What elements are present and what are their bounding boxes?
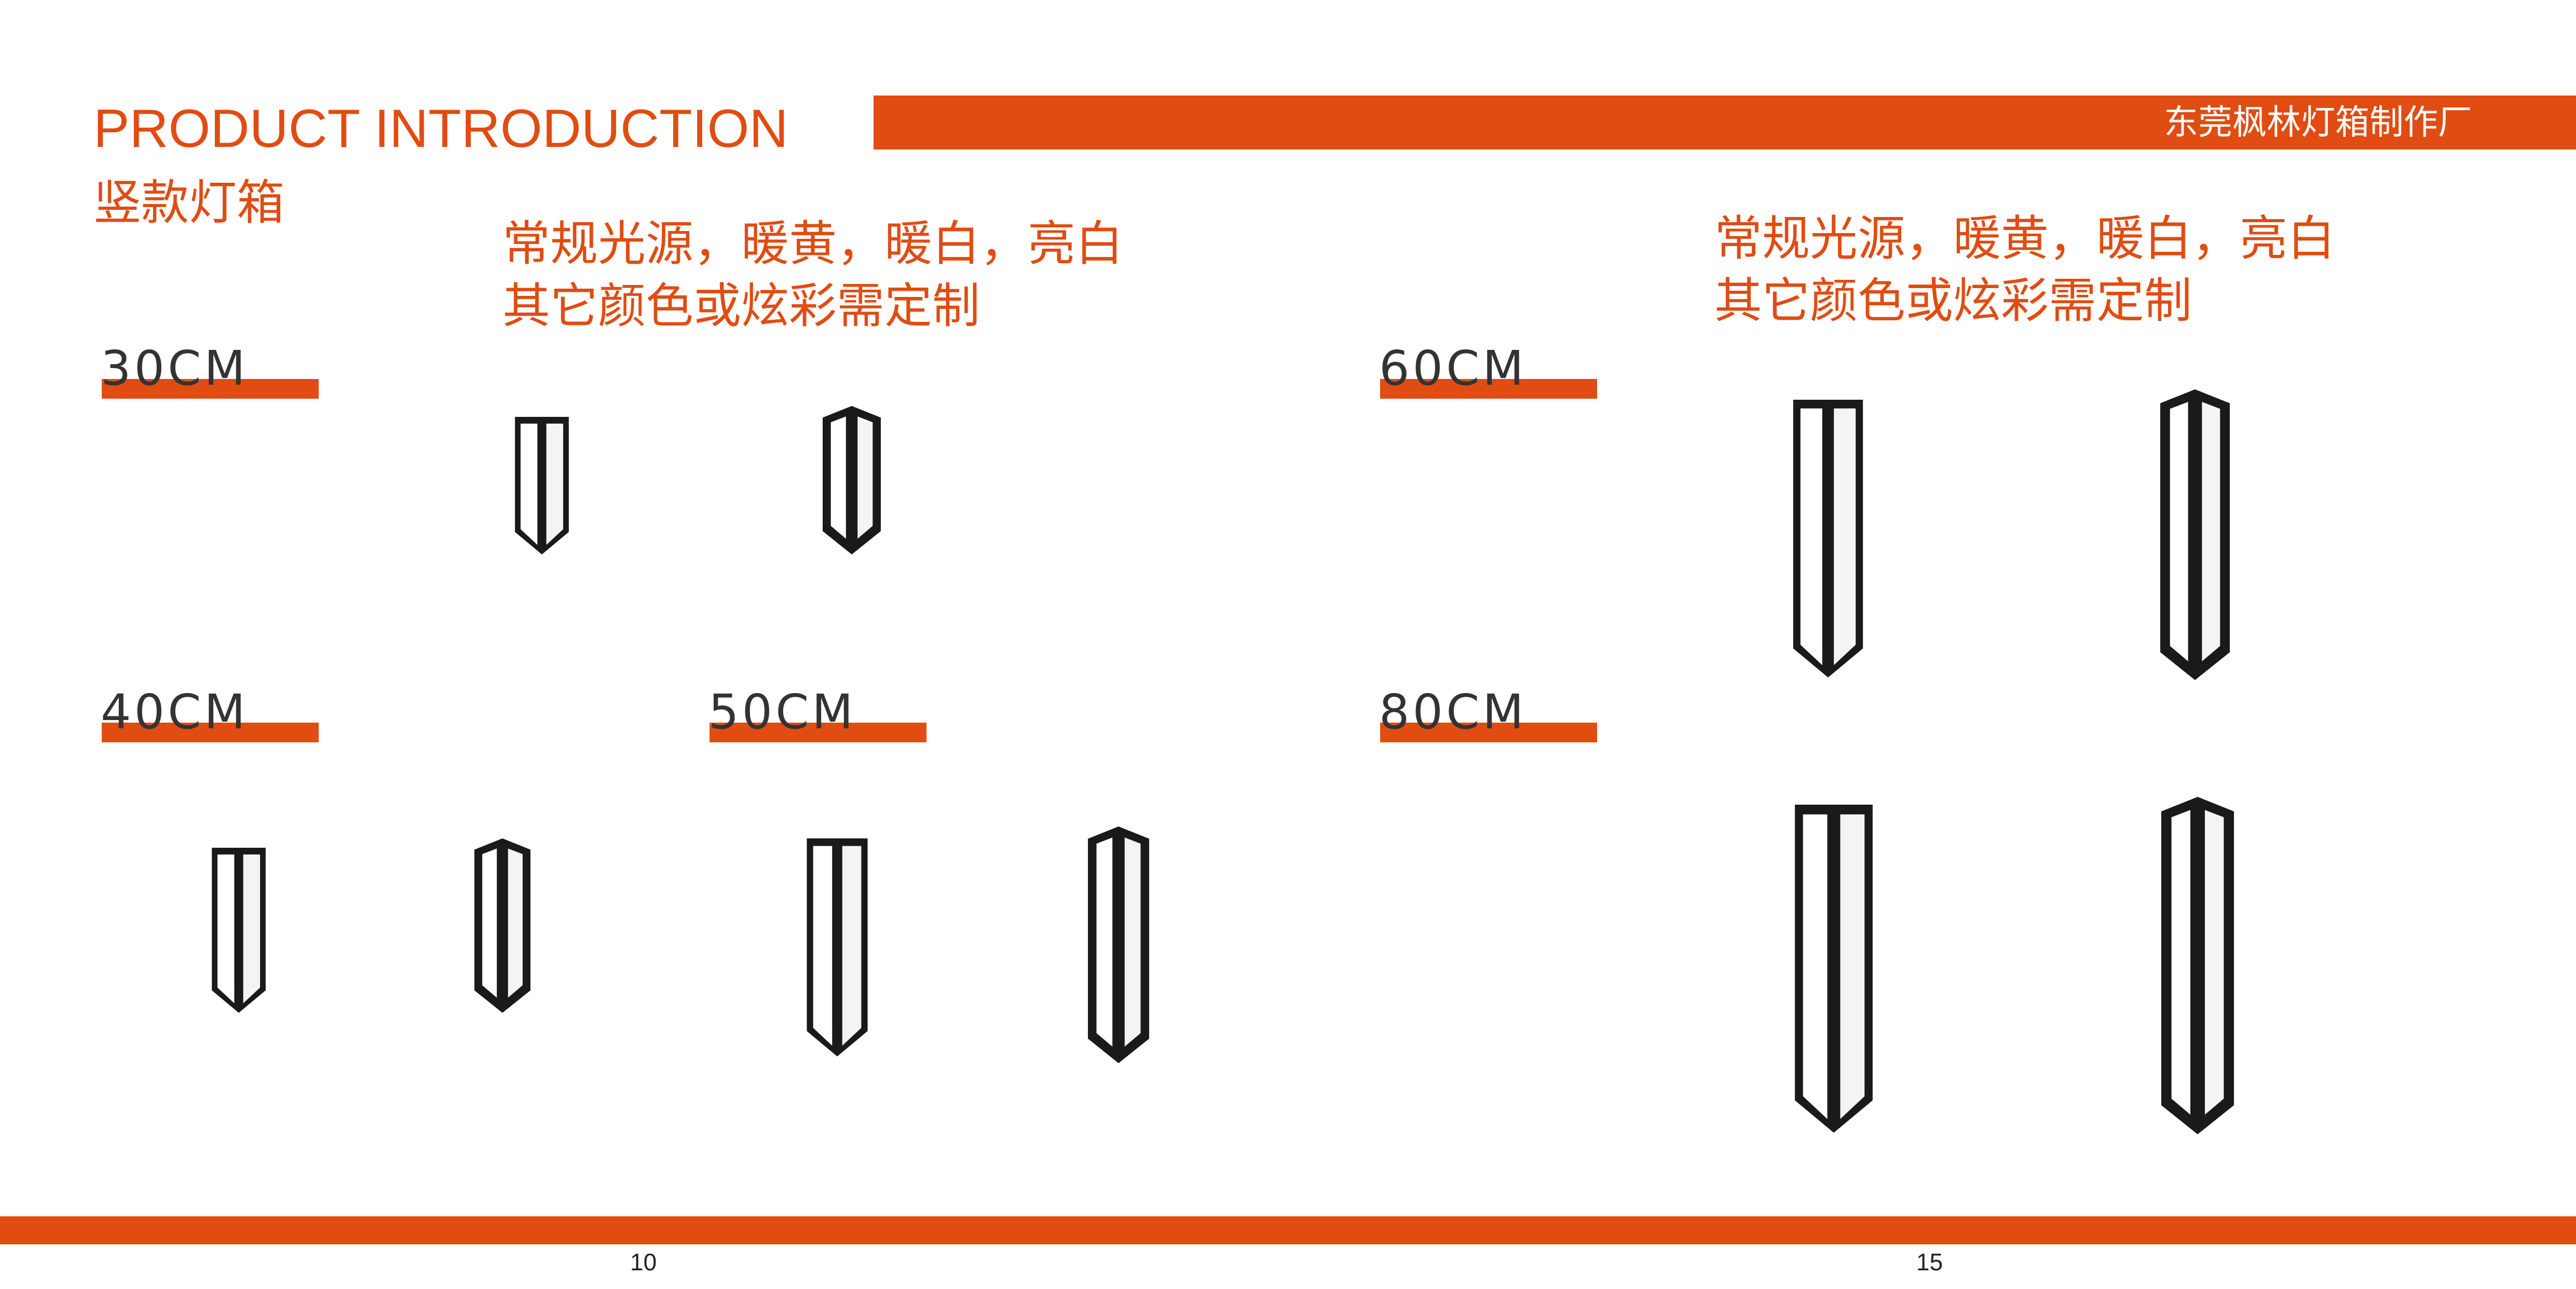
size-label-40cm: 40CM	[101, 684, 249, 740]
size-bar-40cm	[102, 723, 319, 742]
lamp-50cm-flat-top	[807, 838, 868, 1056]
lamp-50cm-hex-top	[1088, 826, 1149, 1063]
note-line-2: 其它颜色或炫彩需定制	[502, 278, 980, 334]
page-number-right: 15	[1916, 1249, 1943, 1276]
note-line-2: 其它颜色或炫彩需定制	[1714, 273, 2192, 329]
brand-name: 东莞枫林灯箱制作厂	[2164, 102, 2472, 142]
lamp-30cm-hex-top	[823, 406, 881, 554]
size-label-50cm: 50CM	[708, 684, 856, 740]
lamp-40cm-hex-top	[474, 838, 530, 1013]
size-bar-30cm	[102, 379, 319, 399]
size-bar-50cm	[710, 723, 926, 742]
size-bar-80cm	[1380, 723, 1597, 742]
size-label-60cm: 60CM	[1379, 341, 1527, 396]
note-line-1: 常规光源，暖黄，暖白，亮白	[502, 216, 1124, 272]
page-subtitle: 竖款灯箱	[93, 175, 285, 230]
header-bar	[874, 96, 2576, 150]
lamp-60cm-hex-top	[2160, 389, 2230, 680]
size-bar-60cm	[1380, 379, 1597, 399]
lamp-80cm-flat-top	[1795, 805, 1873, 1133]
size-label-30cm: 30CM	[101, 341, 249, 396]
page-number-left: 10	[630, 1249, 657, 1276]
lamp-60cm-flat-top	[1793, 400, 1863, 677]
lamp-30cm-flat-top	[515, 417, 569, 554]
note-line-1: 常规光源，暖黄，暖白，亮白	[1714, 211, 2336, 266]
light-source-note-left: 常规光源，暖黄，暖白，亮白 其它颜色或炫彩需定制	[502, 213, 1123, 337]
light-source-note-right: 常规光源，暖黄，暖白，亮白 其它颜色或炫彩需定制	[1714, 208, 2335, 332]
size-label-80cm: 80CM	[1379, 684, 1527, 740]
page-title: PRODUCT INTRODUCTION	[93, 99, 788, 159]
lamp-40cm-flat-top	[212, 848, 266, 1013]
lamp-80cm-hex-top	[2161, 797, 2234, 1134]
footer-bar	[0, 1216, 2576, 1244]
